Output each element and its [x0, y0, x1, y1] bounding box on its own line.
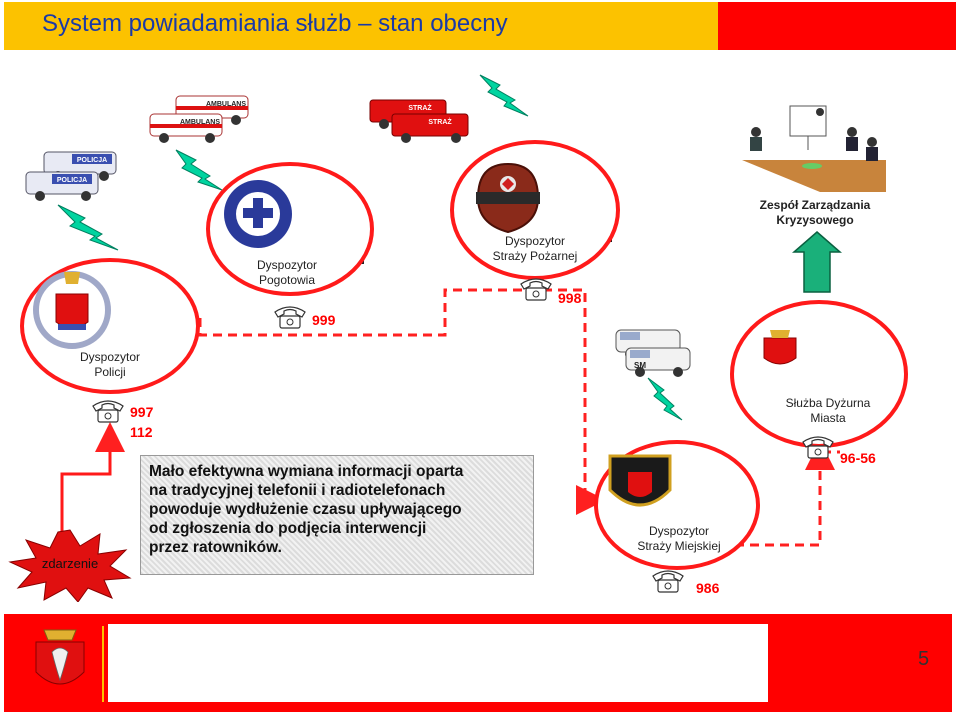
police-dispatcher-label: Dyspozytor Policji [60, 350, 160, 380]
phone-icon [92, 400, 124, 423]
crisis-label-line2: Kryzysowego [776, 213, 854, 227]
ambulance-vehicle-label: AMBULANS [180, 119, 220, 126]
police-number-112: 112 [130, 424, 153, 440]
ambulance-label-line1: Dyspozytor [256, 258, 318, 272]
meeting-room-icon [742, 105, 886, 192]
ambulance-vehicle-label: AMBULANS [206, 101, 246, 108]
fire-label-line2: Straży Pożarnej [492, 249, 578, 263]
city-duty-node [730, 300, 908, 448]
city-guard-emblem-icon [608, 454, 672, 507]
phone-icon [802, 436, 834, 459]
city-duty-label-line2: Miasta [810, 411, 846, 425]
city-guard-label-line2: Straży Miejskiej [637, 539, 721, 553]
fire-number: 998 [558, 290, 582, 306]
page-number: 5 [918, 648, 930, 670]
lightning-icon [175, 149, 223, 191]
event-label: zdarzenie [41, 556, 99, 571]
ambulance-vehicle-icon [149, 95, 249, 143]
flow-path-event [60, 422, 125, 560]
footer-panel [108, 624, 768, 702]
lightning-icon [647, 377, 683, 421]
police-emblem-icon [33, 271, 111, 349]
warsaw-crest-icon [763, 330, 797, 365]
arrow-up-icon [791, 231, 843, 293]
info-text-line: na tradycyjnej telefonii i radiotelefona… [149, 482, 446, 499]
ambulance-number: 999 [312, 312, 336, 328]
police-vehicle-label: POLICJA [77, 157, 107, 164]
city-duty-number: 96-56 [840, 450, 876, 466]
lightning-icon [57, 204, 119, 251]
city-duty-label: Służba Dyżurna Miasta [768, 396, 888, 426]
warsaw-coat-of-arms-icon [35, 629, 85, 685]
city-guard-van-icon [615, 329, 691, 377]
page-title: System powiadamiania służb – stan obecny [42, 10, 508, 37]
police-label-line2: Policji [94, 365, 126, 379]
info-text-line: powoduje wydłużenie czasu upływającego [149, 501, 462, 518]
ambulance-label-line2: Pogotowia [258, 273, 316, 287]
lightning-icon [479, 74, 529, 117]
phone-icon [520, 278, 552, 301]
info-text-box: Mało efektywna wymiana informacji oparta… [140, 455, 534, 575]
city-guard-number: 986 [696, 580, 720, 596]
title-bar-accent [718, 2, 956, 50]
info-text-line: przez ratowników. [149, 539, 282, 556]
ambulance-dispatcher-node [206, 162, 374, 296]
city-guard-label: Dyspozytor Straży Miejskiej [614, 524, 744, 554]
flow-path-main [198, 288, 606, 515]
city-duty-label-line1: Służba Dyżurna [785, 396, 871, 410]
police-number-997: 997 [130, 404, 154, 420]
phone-icon [274, 306, 306, 329]
fire-truck-icon [369, 99, 469, 143]
fire-truck-label: STRAŻ [408, 104, 432, 112]
city-guard-label-line1: Dyspozytor [648, 524, 710, 538]
crisis-label-line1: Zespół Zarządzania [759, 198, 871, 212]
city-guard-van-label: SM [634, 361, 646, 370]
fire-brigade-emblem-icon [476, 162, 540, 234]
fire-truck-label: STRAŻ [428, 118, 452, 126]
fire-dispatcher-label: Dyspozytor Straży Pożarnej [472, 234, 598, 264]
fire-label-line1: Dyspozytor [504, 234, 566, 248]
event-starburst-icon [8, 529, 132, 602]
phone-icon [652, 570, 684, 593]
info-text-line: Mało efektywna wymiana informacji oparta [149, 463, 464, 480]
police-label-line1: Dyspozytor [79, 350, 141, 364]
title-bar [4, 2, 718, 50]
footer-divider [102, 626, 104, 702]
fire-dispatcher-node [450, 140, 620, 280]
medical-emblem-icon [224, 180, 292, 248]
crisis-team-label: Zespół Zarządzania Kryzysowego [740, 198, 890, 228]
info-text-line: od zgłoszenia do podjęcia interwencji [149, 520, 427, 537]
police-vehicle-icon [25, 151, 117, 201]
ambulance-dispatcher-label: Dyspozytor Pogotowia [232, 258, 342, 288]
police-vehicle-label: POLICJA [57, 177, 87, 184]
